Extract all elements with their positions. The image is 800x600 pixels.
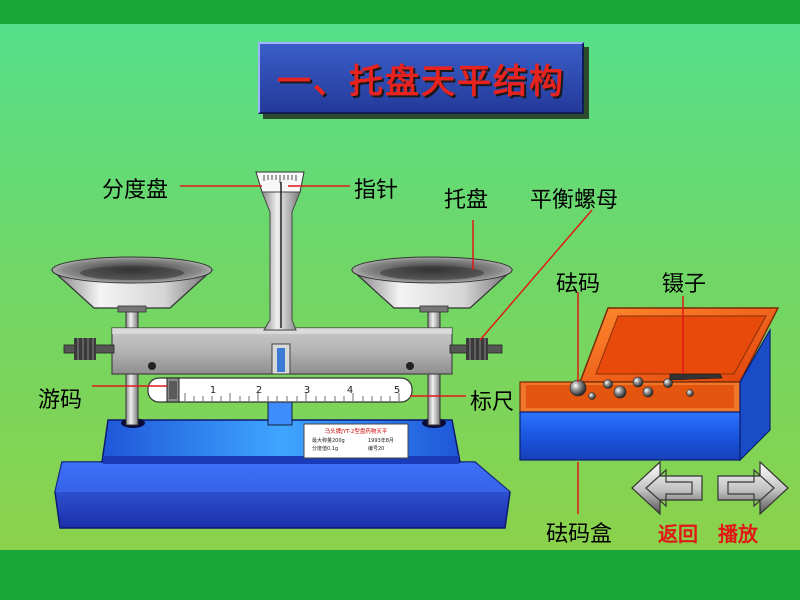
label-dial: 分度盘: [102, 178, 169, 203]
play-link[interactable]: 播放: [718, 522, 758, 546]
tweezers: [669, 373, 723, 381]
label-pointer: 指针: [354, 178, 399, 203]
back-link[interactable]: 返回: [658, 522, 698, 546]
right-tray: [350, 256, 514, 313]
page-title: 一、托盘天平结构: [277, 61, 565, 102]
ruler-tick-2: 2: [256, 385, 262, 396]
label-weight-box: 砝码盒: [546, 522, 613, 547]
leader-lines: [92, 185, 684, 514]
nameplate-line1: 马头牌JYT-2型盘药物天平: [325, 427, 388, 435]
title-banner: 一、托盘天平结构: [258, 42, 584, 114]
nameplate-number: 编号20: [368, 445, 384, 452]
scale-bar: 1 2 3 4 5: [147, 377, 413, 403]
label-tweezers: 镊子: [662, 272, 707, 297]
back-arrow-button[interactable]: [631, 460, 703, 516]
nameplate-division: 分度值0.1g: [312, 445, 338, 452]
label-scale-bar: 标尺: [470, 390, 515, 415]
label-rider: 游码: [38, 388, 83, 413]
nameplate: 马头牌JYT-2型盘药物天平 最大称量200g 1993年8月 分度值0.1g …: [303, 423, 409, 459]
ruler-tick-4: 4: [347, 385, 353, 396]
label-balance-nut: 平衡螺母: [530, 188, 619, 213]
ruler-tick-1: 1: [210, 385, 216, 396]
play-arrow-button[interactable]: [717, 460, 789, 516]
pointer-assembly: [255, 171, 305, 375]
nameplate-date: 1993年8月: [368, 437, 394, 444]
label-weights: 砝码: [556, 272, 601, 297]
weight-box: [519, 307, 780, 462]
label-tray: 托盘: [444, 188, 489, 213]
left-balance-nut: [63, 338, 115, 360]
ruler-tick-3: 3: [304, 385, 310, 396]
left-tray: [50, 256, 214, 313]
ruler-tick-5: 5: [394, 385, 400, 396]
nameplate-max: 最大称量200g: [312, 437, 345, 444]
right-balance-nut: [449, 338, 503, 360]
balance-base: [54, 394, 511, 529]
